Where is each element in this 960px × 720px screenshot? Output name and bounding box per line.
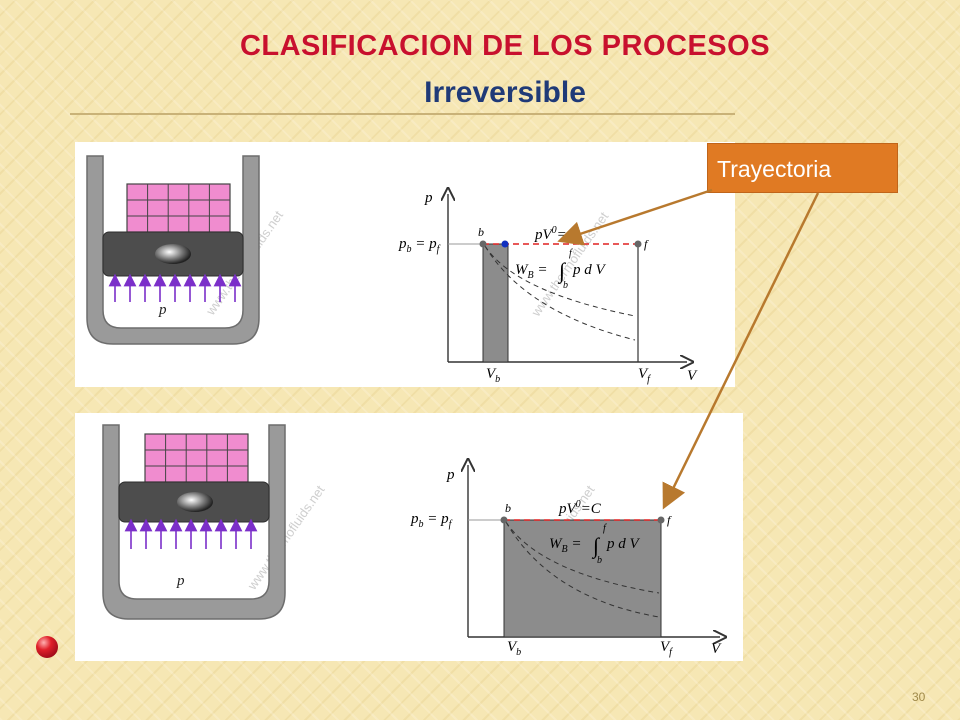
isotherm-curve: [505, 521, 660, 594]
vb-label: Vb: [507, 639, 521, 658]
pressure-equality: pb = pf: [410, 511, 453, 530]
pressure-arrows: [124, 518, 258, 549]
integrand: p d V: [606, 536, 641, 552]
cylinder: [102, 424, 286, 620]
axis-p-label: p: [446, 467, 455, 483]
integral-upper: f: [569, 248, 573, 259]
point-b: [500, 516, 508, 524]
diagram-bottom: www.thermofluids.net www.thermofluids.ne…: [75, 413, 743, 661]
work-equation: WB =: [515, 262, 547, 281]
slide-title: CLASIFICACION DE LOS PROCESOS: [239, 30, 771, 62]
pressure-label: p: [158, 302, 167, 318]
title-divider: [70, 113, 735, 115]
piston-knob: [177, 492, 213, 512]
piston-diagram-bottom: www.thermofluids.net www.thermofluids.ne…: [102, 424, 743, 658]
polytropic-curve: [505, 521, 660, 618]
axis-v-label: V: [687, 368, 698, 384]
vb-label: Vb: [486, 366, 500, 385]
work-equation: WB =: [549, 536, 581, 555]
slide-subtitle: Irreversible: [424, 76, 586, 109]
point-b-label: b: [505, 501, 511, 515]
axis-p-label: p: [424, 190, 433, 206]
pressure-equality: pb = pf: [398, 236, 441, 255]
point-f-label: f: [667, 513, 672, 527]
cylinder: [86, 155, 260, 345]
work-area: [503, 519, 662, 638]
pressure-arrows: [108, 273, 242, 302]
integral-lower: b: [597, 555, 602, 566]
axis-v-label: V: [711, 641, 722, 657]
current-state-point: [501, 240, 509, 248]
point-f: [634, 240, 642, 248]
point-f-label: f: [644, 237, 649, 251]
integral-sign: ∫: [557, 258, 567, 284]
integral-sign: ∫: [591, 533, 601, 559]
polytropic-curve: [484, 245, 636, 341]
point-b: [479, 240, 487, 248]
trayectoria-callout: Trayectoria: [707, 143, 898, 193]
pressure-label: p: [176, 573, 185, 589]
integral-lower: b: [563, 280, 568, 291]
path-equation: pV0=C: [534, 225, 578, 243]
point-f: [657, 516, 665, 524]
weights: [144, 433, 249, 483]
diagram-top: www.thermofluids.net www.thermofluids.ne…: [75, 142, 735, 387]
work-area: [482, 243, 509, 363]
integrand: p d V: [572, 262, 607, 278]
piston-knob: [155, 244, 191, 264]
bullet-icon: [36, 636, 58, 658]
vf-label: Vf: [638, 366, 651, 385]
page-number: 30: [912, 690, 926, 704]
vf-label: Vf: [660, 639, 673, 658]
piston-diagram-top: www.thermofluids.net www.thermofluids.ne…: [86, 155, 698, 385]
integral-upper: f: [603, 523, 607, 534]
weights: [126, 183, 231, 233]
path-equation: pV0=C: [558, 499, 602, 517]
point-b-label: b: [478, 225, 484, 239]
isotherm-curve: [484, 245, 636, 317]
